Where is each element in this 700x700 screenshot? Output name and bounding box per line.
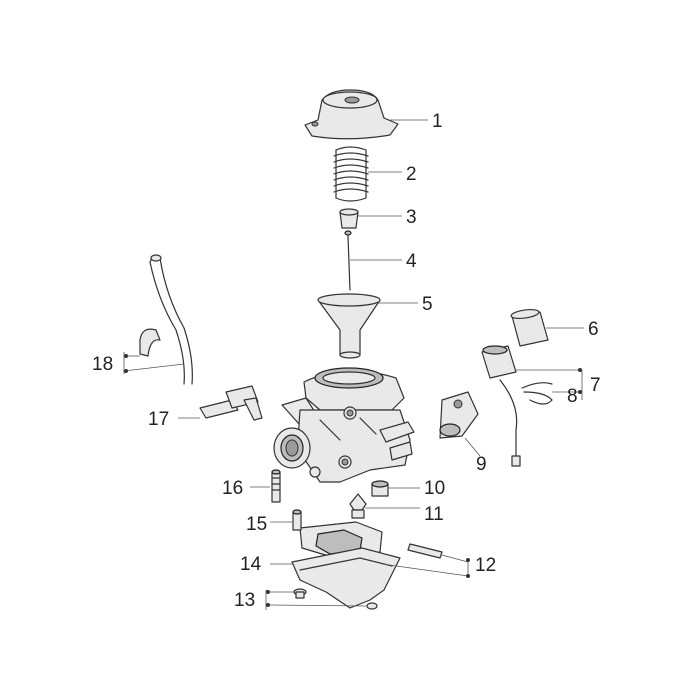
part-jet-small: [292, 509, 302, 531]
part-needle-cap: [371, 480, 389, 497]
callout-13: 13: [234, 590, 255, 611]
part-t-fitting: [199, 385, 263, 421]
callout-17: 17: [148, 409, 169, 430]
callout-11: 11: [424, 504, 444, 525]
leader-lines: [123, 119, 584, 610]
callout-15: 15: [246, 514, 267, 535]
callout-2: 2: [406, 164, 417, 185]
leader-dots: [124, 354, 582, 607]
part-piston: [317, 293, 381, 359]
callout-labels: 1 2 3 4 5 6 7 8 9 10 11 12 13 14 15 16 1…: [92, 111, 601, 611]
part-float-bowl: [291, 547, 401, 609]
callout-10: 10: [424, 478, 445, 499]
callout-12: 12: [475, 555, 496, 576]
part-hose: [139, 254, 193, 385]
part-retainer: [339, 208, 359, 229]
callout-18: 18: [92, 354, 113, 375]
callout-6: 6: [588, 319, 599, 340]
part-carburetor-body: [273, 367, 415, 483]
part-needle: [344, 230, 352, 291]
callout-9: 9: [476, 454, 487, 475]
callout-16: 16: [222, 478, 243, 499]
part-cover: [304, 89, 399, 140]
part-sleeve: [510, 308, 549, 347]
callout-14: 14: [240, 554, 262, 575]
callout-5: 5: [422, 294, 433, 315]
part-float-needle: [349, 493, 367, 519]
part-spring: [333, 146, 369, 202]
callout-7: 7: [590, 375, 601, 396]
part-choke: [481, 345, 521, 467]
part-throttle: [439, 391, 479, 439]
part-jet-main: [271, 469, 281, 503]
part-clip: [521, 382, 553, 405]
callout-4: 4: [406, 251, 417, 272]
part-float-pin: [407, 543, 443, 559]
callout-3: 3: [406, 207, 417, 228]
callout-8: 8: [567, 386, 578, 407]
callout-1: 1: [432, 111, 443, 132]
